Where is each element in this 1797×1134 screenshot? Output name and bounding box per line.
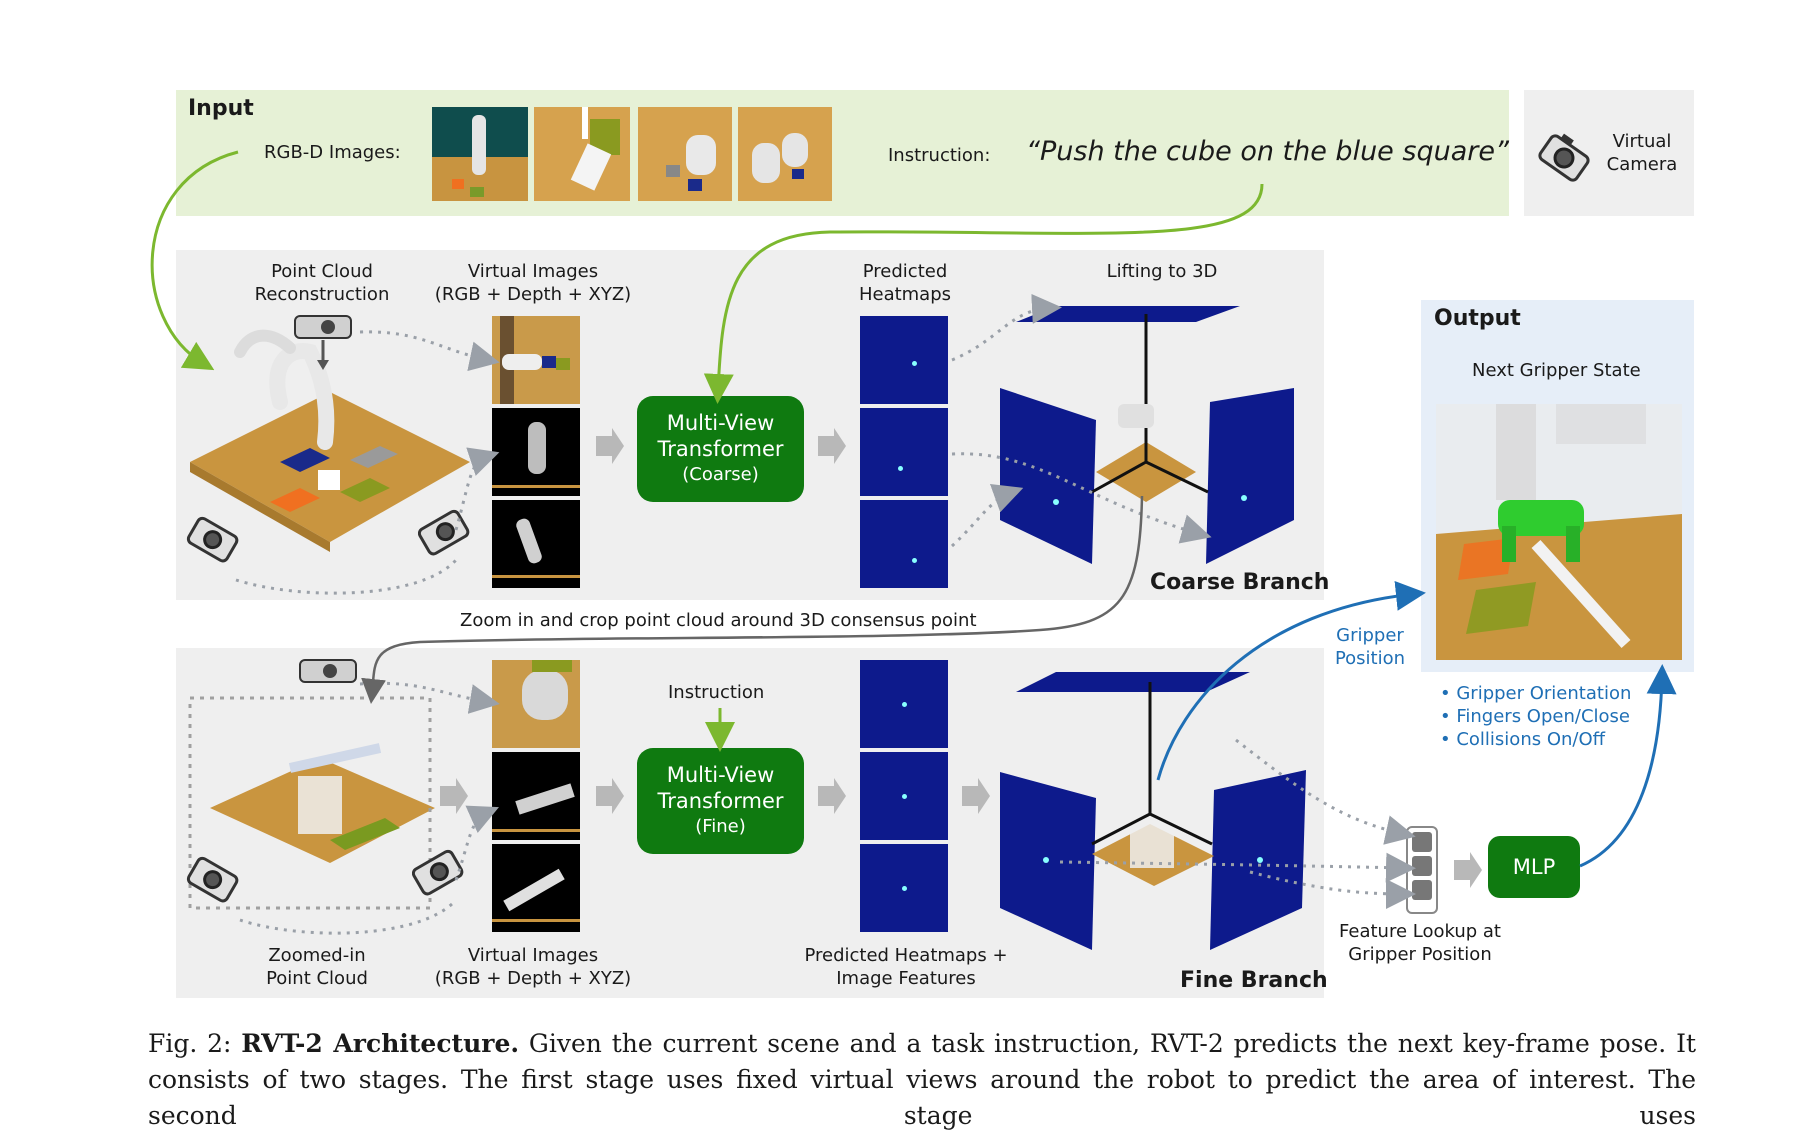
fine-heatmap-3 (860, 844, 948, 932)
feature-lookup-icon (1406, 826, 1438, 914)
coarse-virtual-image-rgb (492, 316, 580, 404)
coarse-pc-label: Point Cloud Reconstruction (254, 261, 390, 305)
fine-vi-label: Virtual Images (RGB + Depth + XYZ) (434, 945, 632, 989)
rgbd-image-1 (432, 107, 528, 201)
coarse-camera-right-icon (417, 506, 472, 564)
input-title: Input (188, 96, 254, 121)
rgbd-image-3 (638, 107, 732, 201)
rgbd-label: RGB-D Images: (264, 142, 401, 163)
fine-transformer-block: Multi-View Transformer (Fine) (637, 748, 804, 854)
lift-label: Lifting to 3D (1106, 261, 1218, 282)
fine-transformer-line3: (Fine) (695, 816, 746, 837)
instruction-text: “Push the cube on the blue square” (1026, 136, 1509, 167)
output-title: Output (1434, 306, 1521, 331)
rgbd-image-4 (738, 107, 832, 201)
mlp-block: MLP (1488, 836, 1580, 898)
fine-transformer-line2: Transformer (657, 789, 784, 813)
caption-prefix: Fig. 2: (148, 1029, 242, 1058)
output-bullets: • Gripper Orientation • Fingers Open/Clo… (1440, 682, 1631, 751)
feature-lookup-label: Feature Lookup at Gripper Position (1339, 921, 1501, 965)
fine-camera-left-icon (186, 854, 240, 912)
fine-branch-title: Fine Branch (1180, 968, 1328, 993)
fine-heatmap-1 (860, 660, 948, 748)
coarse-heatmap-2 (860, 408, 948, 496)
fine-virtual-image-depth (492, 752, 580, 840)
fine-camera-right-icon (411, 846, 466, 904)
coarse-heatmap-3 (860, 500, 948, 588)
caption-bold: RVT-2 Architecture. (241, 1029, 520, 1058)
coarse-transformer-line3: (Coarse) (682, 464, 759, 485)
coarse-point-cloud (180, 312, 480, 586)
rgbd-image-2 (534, 107, 630, 201)
coarse-transformer-block: Multi-View Transformer (Coarse) (637, 396, 804, 502)
fine-lifting-3d (996, 664, 1310, 958)
coarse-heatmaps-label: Predicted Heatmaps (858, 261, 952, 305)
coarse-transformer-line2: Transformer (657, 437, 784, 461)
coarse-branch-title: Coarse Branch (1150, 570, 1330, 595)
coarse-heatmap-1 (860, 316, 948, 404)
coarse-virtual-image-depth (492, 408, 580, 496)
fine-heatmap-2 (860, 752, 948, 840)
coarse-camera-left-icon (186, 514, 240, 572)
instruction-label: Instruction: (888, 145, 991, 166)
fine-instruction-label: Instruction (668, 682, 765, 703)
coarse-virtual-image-xyz (492, 500, 580, 588)
bullet-fingers-open-close: • Fingers Open/Close (1440, 706, 1630, 727)
next-gripper-state-label: Next Gripper State (1472, 360, 1641, 381)
figure-caption: Fig. 2: RVT-2 Architecture. Given the cu… (148, 1026, 1696, 1134)
fine-virtual-image-rgb (492, 660, 580, 748)
output-gripper-scene (1436, 404, 1682, 660)
zoom-label: Zoom in and crop point cloud around 3D c… (460, 610, 977, 631)
coarse-vi-label: Virtual Images (RGB + Depth + XYZ) (434, 261, 632, 305)
virtual-camera-label: Virtual Camera (1606, 131, 1678, 175)
bullet-collisions: • Collisions On/Off (1440, 729, 1606, 750)
coarse-lifting-3d (996, 292, 1306, 580)
bullet-gripper-orientation: • Gripper Orientation (1440, 683, 1632, 704)
fine-transformer-line1: Multi-View (666, 763, 775, 787)
virtual-camera-icon (1536, 128, 1592, 192)
fine-virtual-image-xyz (492, 844, 580, 932)
fine-heatmaps-label: Predicted Heatmaps + Image Features (804, 945, 1008, 989)
fine-pc-label: Zoomed-in Point Cloud (266, 945, 368, 989)
gripper-position-label: Gripper Position (1334, 625, 1406, 669)
coarse-transformer-line1: Multi-View (666, 411, 775, 435)
